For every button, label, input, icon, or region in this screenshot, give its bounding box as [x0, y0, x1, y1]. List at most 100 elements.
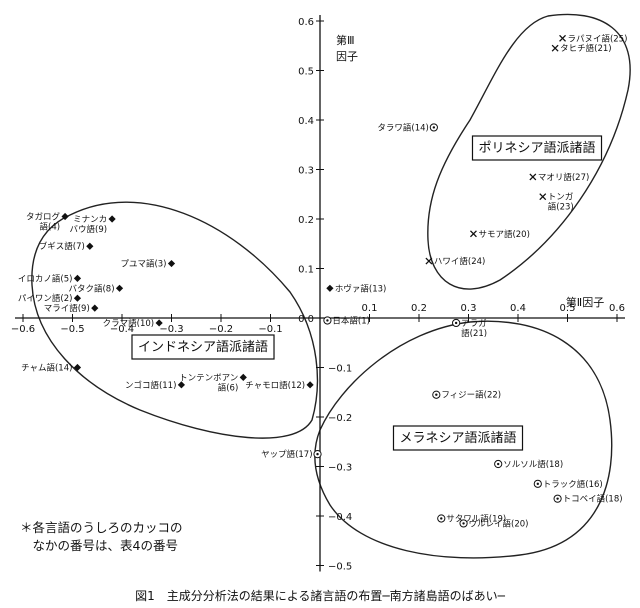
diamond-marker — [155, 319, 163, 327]
y-tick-label: 0.6 — [298, 17, 314, 28]
data-point: マオリ語(27) — [529, 172, 589, 183]
point-label: パイワン語(2) — [18, 293, 73, 304]
diamond-marker — [86, 242, 94, 250]
x-tick-label: −0.2 — [209, 324, 233, 335]
y-tick-label: 0.0 — [298, 314, 314, 325]
point-label: アラガ — [461, 318, 487, 329]
point-label: ウルレイ語(20) — [469, 518, 529, 529]
data-point: トラック語(16) — [533, 479, 603, 490]
point-label: トラック語(16) — [543, 479, 603, 490]
diamond-marker — [73, 363, 82, 372]
data-point: チャモロ語(12) — [245, 380, 314, 391]
point-label: マライ語(9) — [44, 303, 90, 314]
point-label: チャム語(14) — [21, 363, 72, 374]
point-label: ミナンカ — [73, 215, 107, 225]
point-label: タラワ語(14) — [377, 122, 428, 133]
data-point: タヒチ語(21) — [551, 43, 612, 54]
point-label: フィジー語(22) — [441, 390, 501, 401]
diamond-marker — [61, 212, 69, 221]
cross-marker — [469, 230, 477, 238]
point-label: サタワル語(19) — [446, 513, 506, 524]
x-tick-label: 0.2 — [411, 303, 427, 314]
data-point: ヤップ語(17) — [261, 449, 322, 460]
circle-marker-dot — [556, 497, 559, 500]
data-point: プユマ語(3) — [120, 259, 176, 270]
x-tick-label: −0.1 — [258, 324, 282, 335]
point-label: タヒチ語(21) — [560, 43, 611, 54]
x-tick-label: −0.5 — [60, 324, 84, 335]
y-tick-label: −0.3 — [328, 463, 352, 474]
point-label: ホヴァ語(13) — [335, 283, 386, 294]
x-tick-label: 0.4 — [510, 303, 526, 314]
y-tick-label: 0.5 — [298, 67, 314, 78]
y-tick-label: −0.5 — [328, 562, 352, 573]
diamond-marker — [167, 259, 176, 268]
data-point: ホヴァ語(13) — [326, 283, 386, 294]
y-tick-label: −0.4 — [328, 512, 352, 523]
data-point: サタワル語(19) — [437, 513, 506, 524]
cross-marker — [551, 44, 559, 52]
data-point: バタク語(8) — [68, 283, 124, 294]
diamond-marker — [326, 284, 334, 292]
circle-marker-dot — [316, 452, 319, 456]
data-point: クラマ語(10) — [103, 318, 163, 329]
diamond-marker — [177, 381, 185, 389]
data-point: チャム語(14) — [21, 363, 82, 374]
data-point: マライ語(9) — [44, 303, 99, 314]
y-tick-label: 0.4 — [298, 116, 314, 127]
circle-marker-dot — [536, 482, 539, 486]
data-point: ハワイ語(24) — [425, 256, 485, 267]
outline-melanesian — [314, 320, 613, 559]
point-label: 日本語(1) — [332, 315, 370, 326]
data-point: ウルレイ語(20) — [459, 518, 529, 529]
x-tick-label: 0.6 — [609, 303, 625, 314]
point-label-sub: バウ語(9) — [70, 224, 108, 235]
point-label-sub: 語(4) — [40, 222, 61, 233]
point-label: マオリ語(27) — [538, 172, 589, 183]
x-tick-label: 0.5 — [560, 303, 576, 314]
point-label: クラマ語(10) — [103, 318, 154, 329]
group-label-box — [471, 135, 603, 161]
circle-marker-dot — [432, 126, 436, 129]
point-label: トコベイ語(18) — [563, 494, 623, 505]
point-label: ラパヌイ語(25) — [568, 33, 628, 44]
outline-indonesian — [31, 201, 319, 439]
y-tick-label: 0.1 — [298, 265, 314, 276]
data-point: タラワ語(14) — [377, 122, 438, 133]
diamond-marker — [73, 274, 82, 282]
circle-marker-dot — [462, 522, 465, 525]
group-label-polynesian: ポリネシア語派諸語 — [478, 140, 595, 156]
point-label: ブギス語(7) — [39, 241, 85, 252]
circle-marker-dot — [435, 393, 438, 396]
point-label: サモア語(20) — [478, 229, 529, 240]
cross-marker — [529, 173, 537, 181]
circle-marker-dot — [326, 319, 329, 322]
diamond-marker — [73, 294, 82, 302]
cross-marker — [425, 257, 433, 265]
x-tick-label: −0.3 — [159, 324, 183, 335]
diamond-marker — [239, 373, 247, 381]
data-point: ンゴコ語(11) — [125, 380, 185, 391]
point-label-sub: 語(6) — [218, 382, 239, 393]
group-outlines — [31, 13, 631, 559]
y-tick-label: −0.2 — [328, 413, 352, 424]
point-label: ヤップ語(17) — [261, 449, 312, 460]
point-label: タガログ — [26, 212, 61, 223]
y-tick-label: 0.2 — [298, 215, 314, 226]
y-tick-label: −0.1 — [328, 364, 352, 375]
data-point: ブギス語(7) — [39, 241, 94, 252]
x-tick-label: 0.3 — [461, 303, 477, 314]
footnote-line-2: なかの番号は、表4の番号 — [20, 538, 178, 553]
group-label-indonesian: インドネシア語派諸語 — [138, 339, 268, 355]
footnote-line-1: ＊各言語のうしろのカッコの — [20, 520, 183, 535]
diamond-marker — [91, 304, 99, 312]
point-label: バタク語(8) — [68, 283, 114, 294]
point-label: ンゴコ語(11) — [125, 380, 176, 391]
cross-marker — [559, 34, 567, 42]
figure-caption: 図1 主成分分析法の結果による諸言語の布置─南方諸島語のばあい─ — [135, 588, 506, 603]
